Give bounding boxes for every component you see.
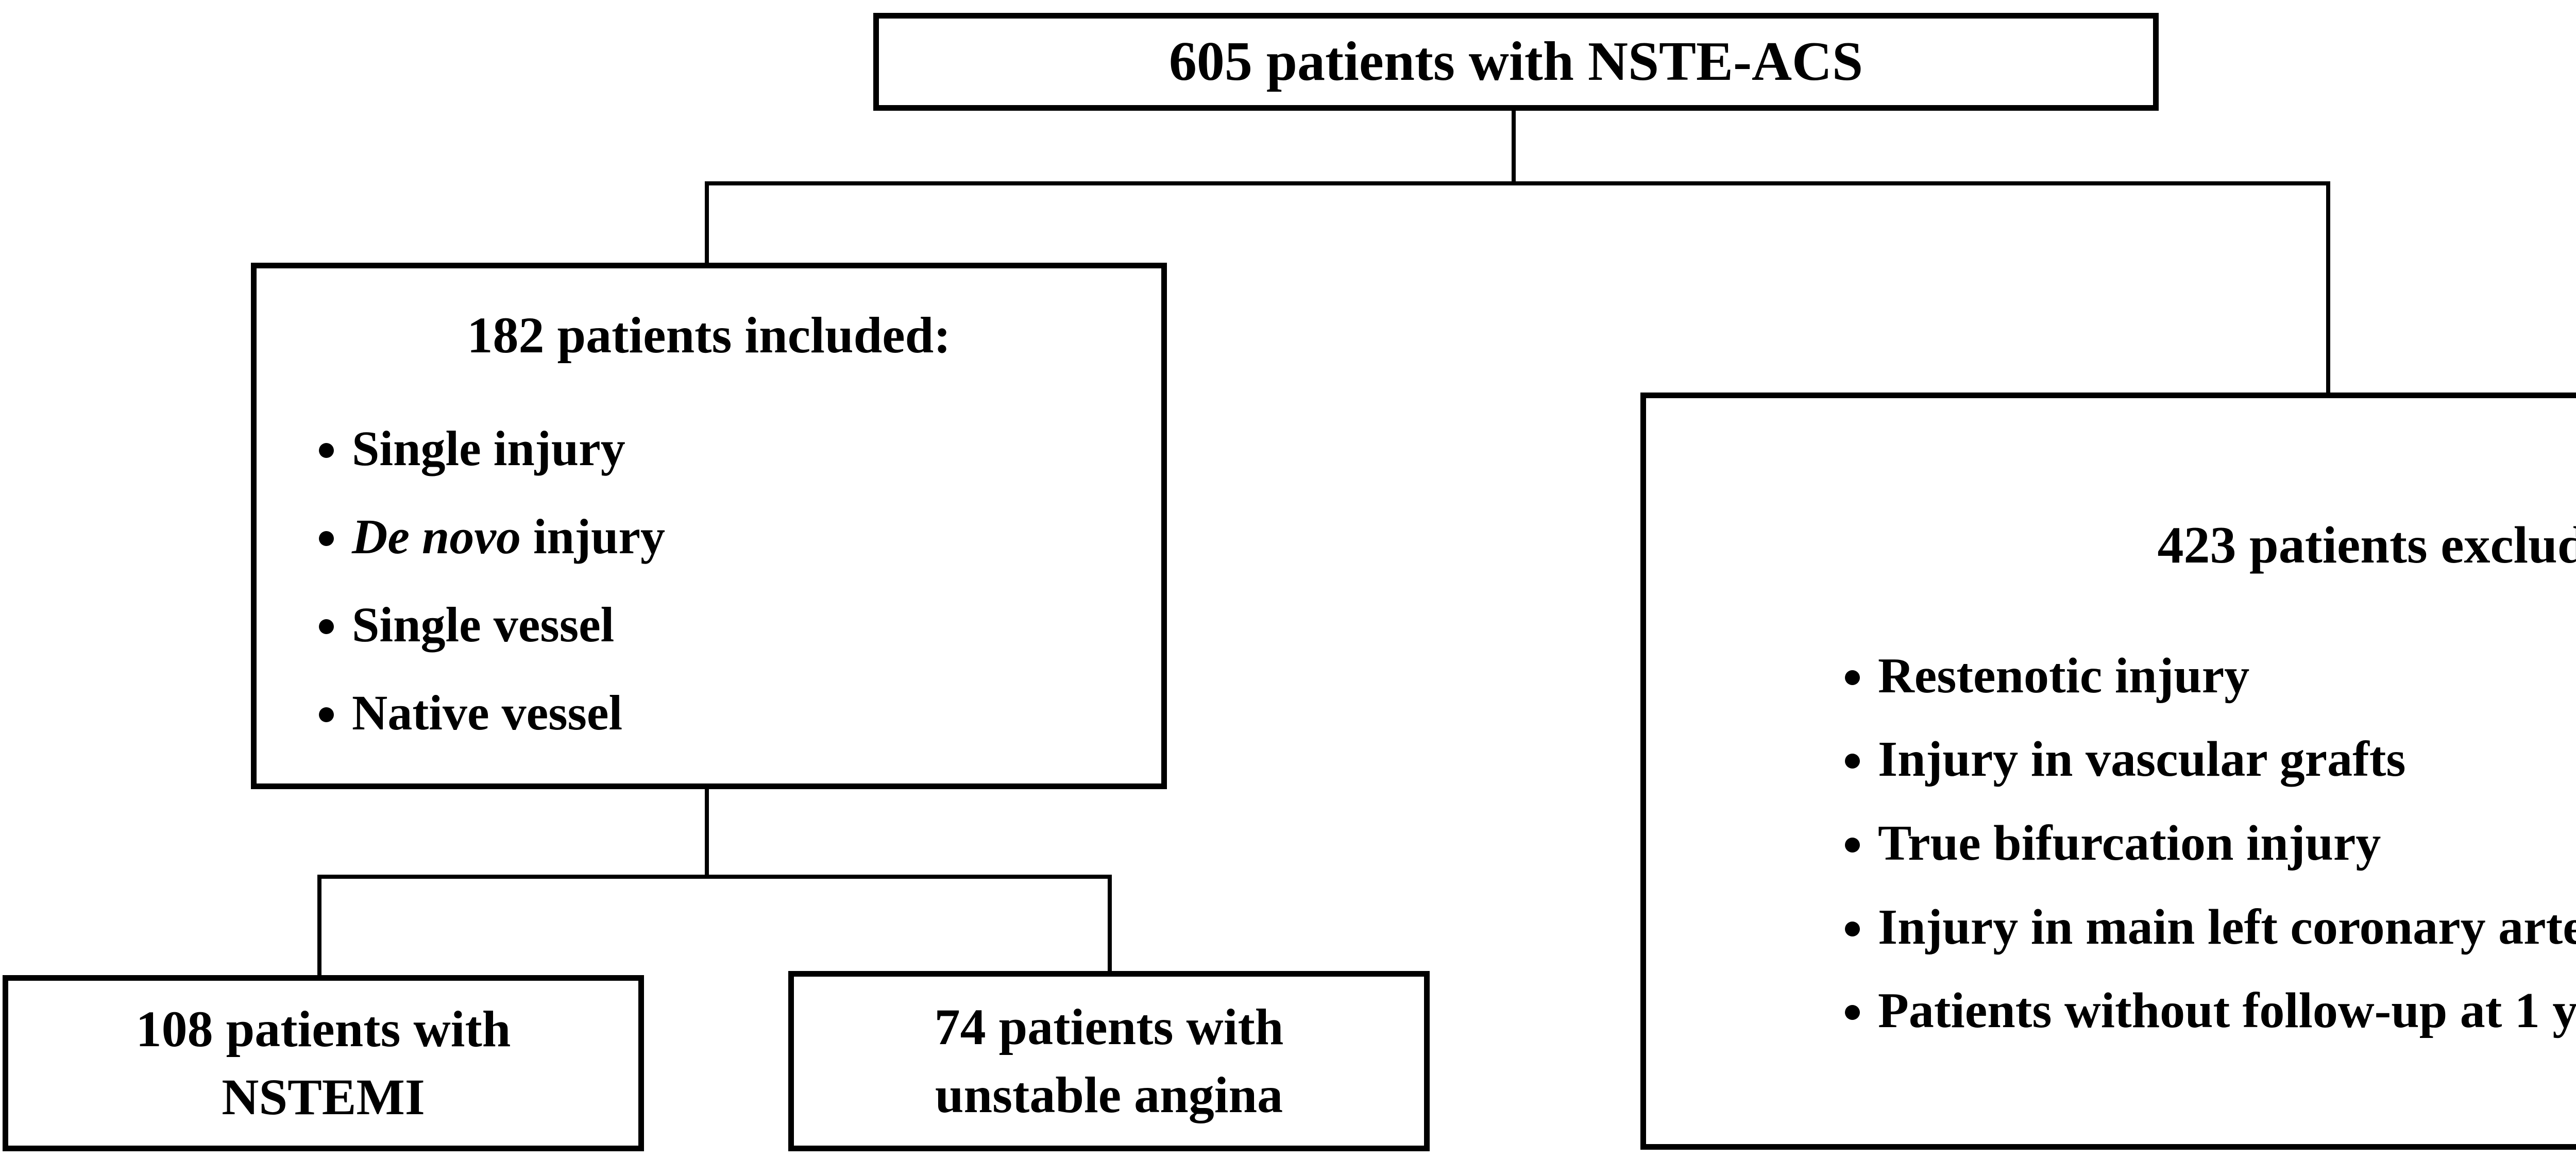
nstemi-line2: NSTEMI bbox=[222, 1068, 425, 1126]
connector-nstemi-vertical bbox=[317, 875, 321, 978]
excluded-box: 423 patients excluded: Restenotic injury… bbox=[1640, 393, 2576, 1150]
list-item: Restenotic injury bbox=[1878, 634, 2576, 718]
list-item-text: injury bbox=[520, 508, 665, 564]
list-item: Single vessel bbox=[352, 581, 1161, 669]
total-patients-text: 605 patients with NSTE-ACS bbox=[1168, 30, 1863, 92]
nstemi-box: 108 patients with NSTEMI bbox=[3, 975, 644, 1151]
list-item: Native vessel bbox=[352, 669, 1161, 757]
included-box: 182 patients included: Single injury De … bbox=[251, 263, 1167, 789]
nstemi-line1: 108 patients with bbox=[135, 1000, 511, 1058]
included-list: Single injury De novo injury Single vess… bbox=[257, 405, 1161, 757]
total-patients-box: 605 patients with NSTE-ACS bbox=[873, 13, 2159, 111]
list-item: Single injury bbox=[352, 405, 1161, 493]
connector-included-down-vertical bbox=[705, 787, 709, 879]
connector-excluded-vertical bbox=[2326, 181, 2330, 397]
excluded-list: Restenotic injury Injury in vascular gra… bbox=[1847, 634, 2576, 1053]
connector-lower-horizontal bbox=[317, 875, 1112, 879]
list-item: Injury in main left coronary artery bbox=[1878, 885, 2576, 969]
list-item-text: Single vessel bbox=[352, 596, 615, 652]
list-item: De novo injury bbox=[352, 493, 1161, 581]
excluded-heading: 423 patients excluded: bbox=[2157, 516, 2576, 574]
angina-line2: unstable angina bbox=[935, 1066, 1283, 1123]
list-item: Injury in vascular grafts bbox=[1878, 718, 2576, 802]
angina-line1: 74 patients with bbox=[934, 998, 1284, 1055]
list-item-italic: De novo bbox=[352, 508, 521, 564]
list-item-text: Single injury bbox=[352, 421, 625, 476]
included-heading: 182 patients included: bbox=[467, 306, 951, 364]
list-item: True bifurcation injury bbox=[1878, 802, 2576, 885]
list-item-text: Native vessel bbox=[352, 685, 623, 740]
unstable-angina-box: 74 patients with unstable angina bbox=[788, 971, 1430, 1151]
connector-included-vertical bbox=[705, 181, 709, 267]
list-item: Patients without follow-up at 1 year bbox=[1878, 969, 2576, 1053]
connector-split-horizontal bbox=[705, 181, 2330, 185]
connector-top-vertical bbox=[1512, 109, 1516, 185]
connector-angina-vertical bbox=[1108, 875, 1112, 974]
